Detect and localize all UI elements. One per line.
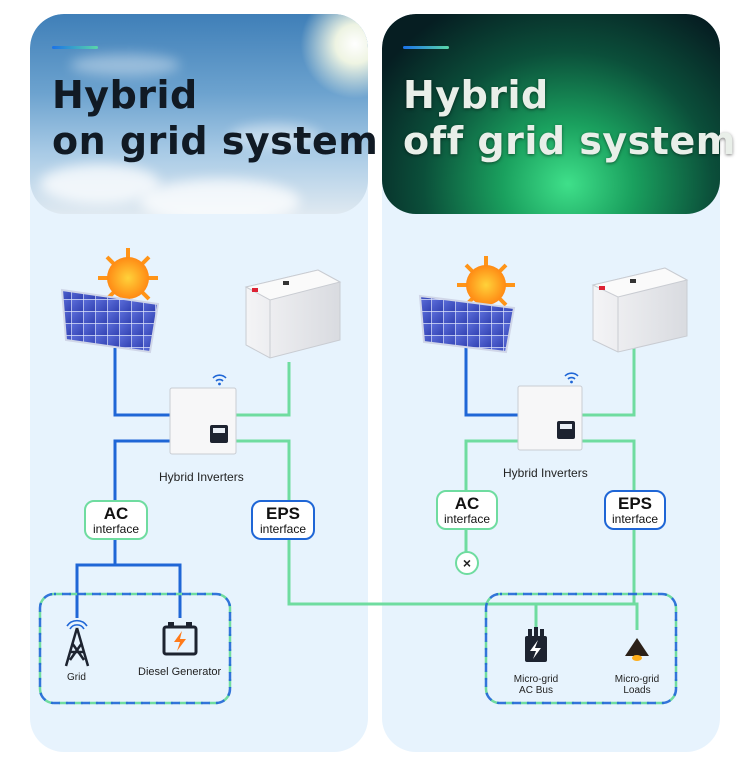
diesel-generator-label: Diesel Generator <box>138 666 222 678</box>
microgrid-loads-label: Micro-grid Loads <box>609 674 665 696</box>
on-grid-title-line1: Hybrid <box>52 73 198 117</box>
left-wires <box>75 348 639 630</box>
sun-icon <box>98 248 158 308</box>
eps-label: EPS <box>617 494 653 513</box>
microgrid-ac-bus-icon <box>525 627 547 662</box>
off-grid-title-line1: Hybrid <box>403 73 549 117</box>
microgrid-loads-label-line1: Micro-grid <box>614 674 660 685</box>
right-eps-interface: EPS interface <box>604 490 666 530</box>
title-accent-right <box>403 46 449 49</box>
eps-label: EPS <box>265 504 301 523</box>
right-wires <box>464 345 636 604</box>
interface-label: interface <box>611 512 659 526</box>
diesel-generator-icon <box>162 622 198 656</box>
right-ac-interface: AC interface <box>436 490 498 530</box>
battery-icon <box>591 267 689 353</box>
on-grid-title: Hybrid on grid system <box>52 72 378 164</box>
interface-label: interface <box>443 512 491 526</box>
disconnect-icon: × <box>455 551 479 575</box>
title-accent-left <box>52 46 98 49</box>
off-grid-title: Hybrid off grid system <box>403 72 736 164</box>
hybrid-inverter-icon <box>169 374 237 455</box>
left-eps-interface: EPS interface <box>251 500 315 540</box>
microgrid-ac-bus-label-line2: AC Bus <box>519 685 553 696</box>
interface-label: interface <box>92 522 140 536</box>
grid-tower-icon <box>64 619 90 667</box>
left-inverter-label: Hybrid Inverters <box>159 470 244 484</box>
off-grid-title-line2: off grid system <box>403 119 736 163</box>
hybrid-inverter-icon <box>517 372 583 451</box>
ac-label: AC <box>454 494 480 513</box>
ac-label: AC <box>103 504 129 523</box>
solar-panel-icon <box>418 294 516 354</box>
solar-panel-icon <box>60 288 160 354</box>
on-grid-panel <box>30 14 368 752</box>
battery-icon <box>244 269 342 359</box>
microgrid-loads-lamp-icon <box>625 638 649 661</box>
on-grid-title-line2: on grid system <box>52 119 379 163</box>
left-ac-interface: AC interface <box>84 500 148 540</box>
interface-label: interface <box>259 522 307 536</box>
microgrid-ac-bus-label: Micro-grid AC Bus <box>508 674 564 696</box>
microgrid-ac-bus-label-line1: Micro-grid <box>513 674 559 685</box>
sun-icon <box>457 256 515 314</box>
grid-label: Grid <box>67 672 86 683</box>
right-inverter-label: Hybrid Inverters <box>503 466 588 480</box>
microgrid-loads-label-line2: Loads <box>623 685 651 696</box>
